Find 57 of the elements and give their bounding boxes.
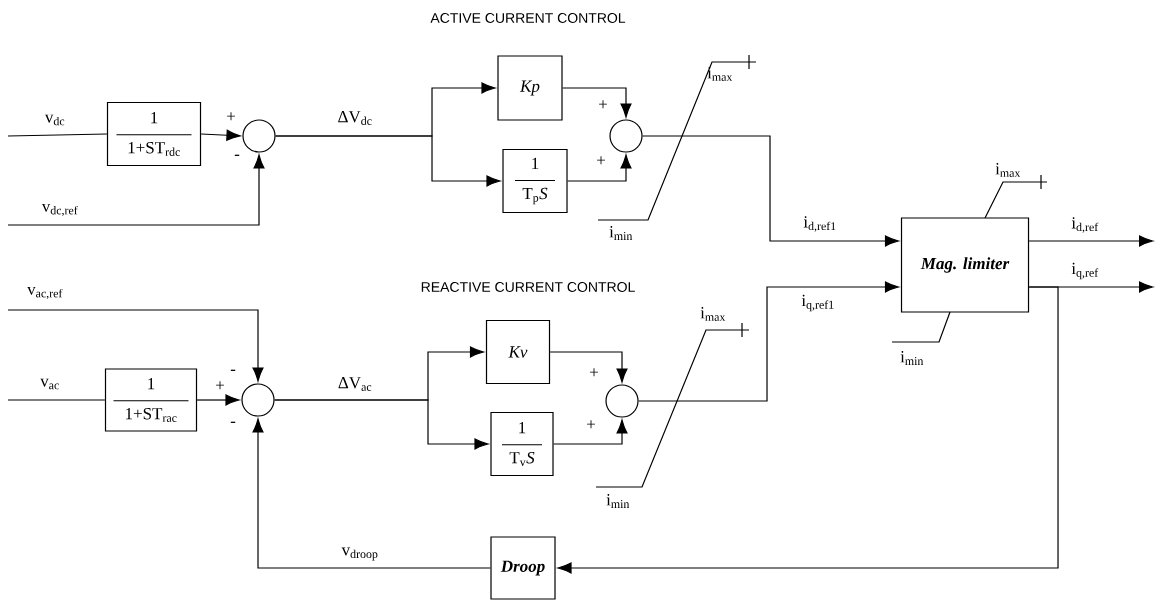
section-heading: ACTIVE CURRENT CONTROL — [430, 13, 626, 23]
transfer-function-box: 1 1+ST$_{rac}$ — [104, 368, 198, 432]
summing-junction — [242, 119, 276, 153]
transfer-function-box: 1 T$_{v}$S — [490, 411, 554, 477]
edge-label: i$_{q,ref}$ — [1070, 261, 1100, 281]
edge-label: v$_{ac,ref}$ — [26, 285, 64, 301]
section-heading: REACTIVE CURRENT CONTROL — [421, 282, 635, 292]
arrow — [275, 135, 501, 187]
arrow — [7, 309, 264, 382]
arrow — [274, 399, 489, 450]
limit-label: i$_{max}$ — [707, 67, 733, 81]
arrow — [252, 418, 491, 569]
edge-label: v$_{droop}$ — [340, 546, 380, 562]
sign-label: + — [597, 156, 605, 165]
edge-label: ΔV$_{ac}$ — [336, 376, 374, 392]
limit-label: i$_{min}$ — [609, 226, 633, 240]
edge-label: v$_{ac}$ — [39, 377, 61, 391]
arrow — [638, 281, 900, 402]
edge-label: v$_{dc}$ — [43, 113, 67, 127]
signal-line — [7, 133, 108, 137]
edge-label: i$_{d,ref}$ — [1070, 216, 1100, 234]
edge-label: ΔV$_{dc}$ — [336, 110, 374, 126]
arrow — [562, 87, 632, 118]
sign-label: + — [599, 100, 607, 109]
arrow — [200, 129, 241, 141]
arrow — [196, 394, 240, 406]
limit-label: i$_{min}$ — [900, 351, 924, 365]
sign-label: + — [216, 381, 224, 390]
block-box: Kp — [497, 55, 563, 121]
edge-label: i$_{d,ref1}$ — [802, 215, 838, 233]
edge-label: i$_{q,ref1}$ — [800, 293, 836, 313]
sign-label: + — [227, 112, 235, 121]
sign-label: - — [234, 154, 240, 156]
summing-junction — [609, 119, 643, 153]
block-box: Droop — [490, 536, 556, 600]
summing-junction — [605, 384, 639, 418]
sign-label: - — [230, 421, 236, 423]
sign-label: + — [587, 420, 595, 429]
limit-label: i$_{max}$ — [995, 163, 1021, 177]
transfer-function-box: 1 T$_{p}$S — [502, 148, 568, 214]
edge-label: v$_{dc,ref}$ — [40, 202, 80, 218]
arrow — [549, 351, 628, 383]
transfer-function-box: 1 1+ST$_{rdc}$ — [106, 101, 202, 167]
arrow — [557, 286, 1059, 574]
arrow — [567, 154, 632, 182]
sign-label: + — [590, 368, 598, 377]
arrow — [642, 135, 900, 247]
block-box: Mag. limiter — [900, 217, 1030, 313]
summing-junction — [241, 383, 275, 417]
arrow — [7, 154, 265, 226]
signal-line — [7, 399, 106, 401]
limit-label: i$_{max}$ — [700, 307, 726, 321]
arrow — [1028, 235, 1154, 247]
limit-label: i$_{min}$ — [606, 494, 630, 508]
block-box: Kv — [485, 319, 551, 385]
arrow — [553, 419, 628, 445]
sign-label: - — [230, 369, 236, 371]
